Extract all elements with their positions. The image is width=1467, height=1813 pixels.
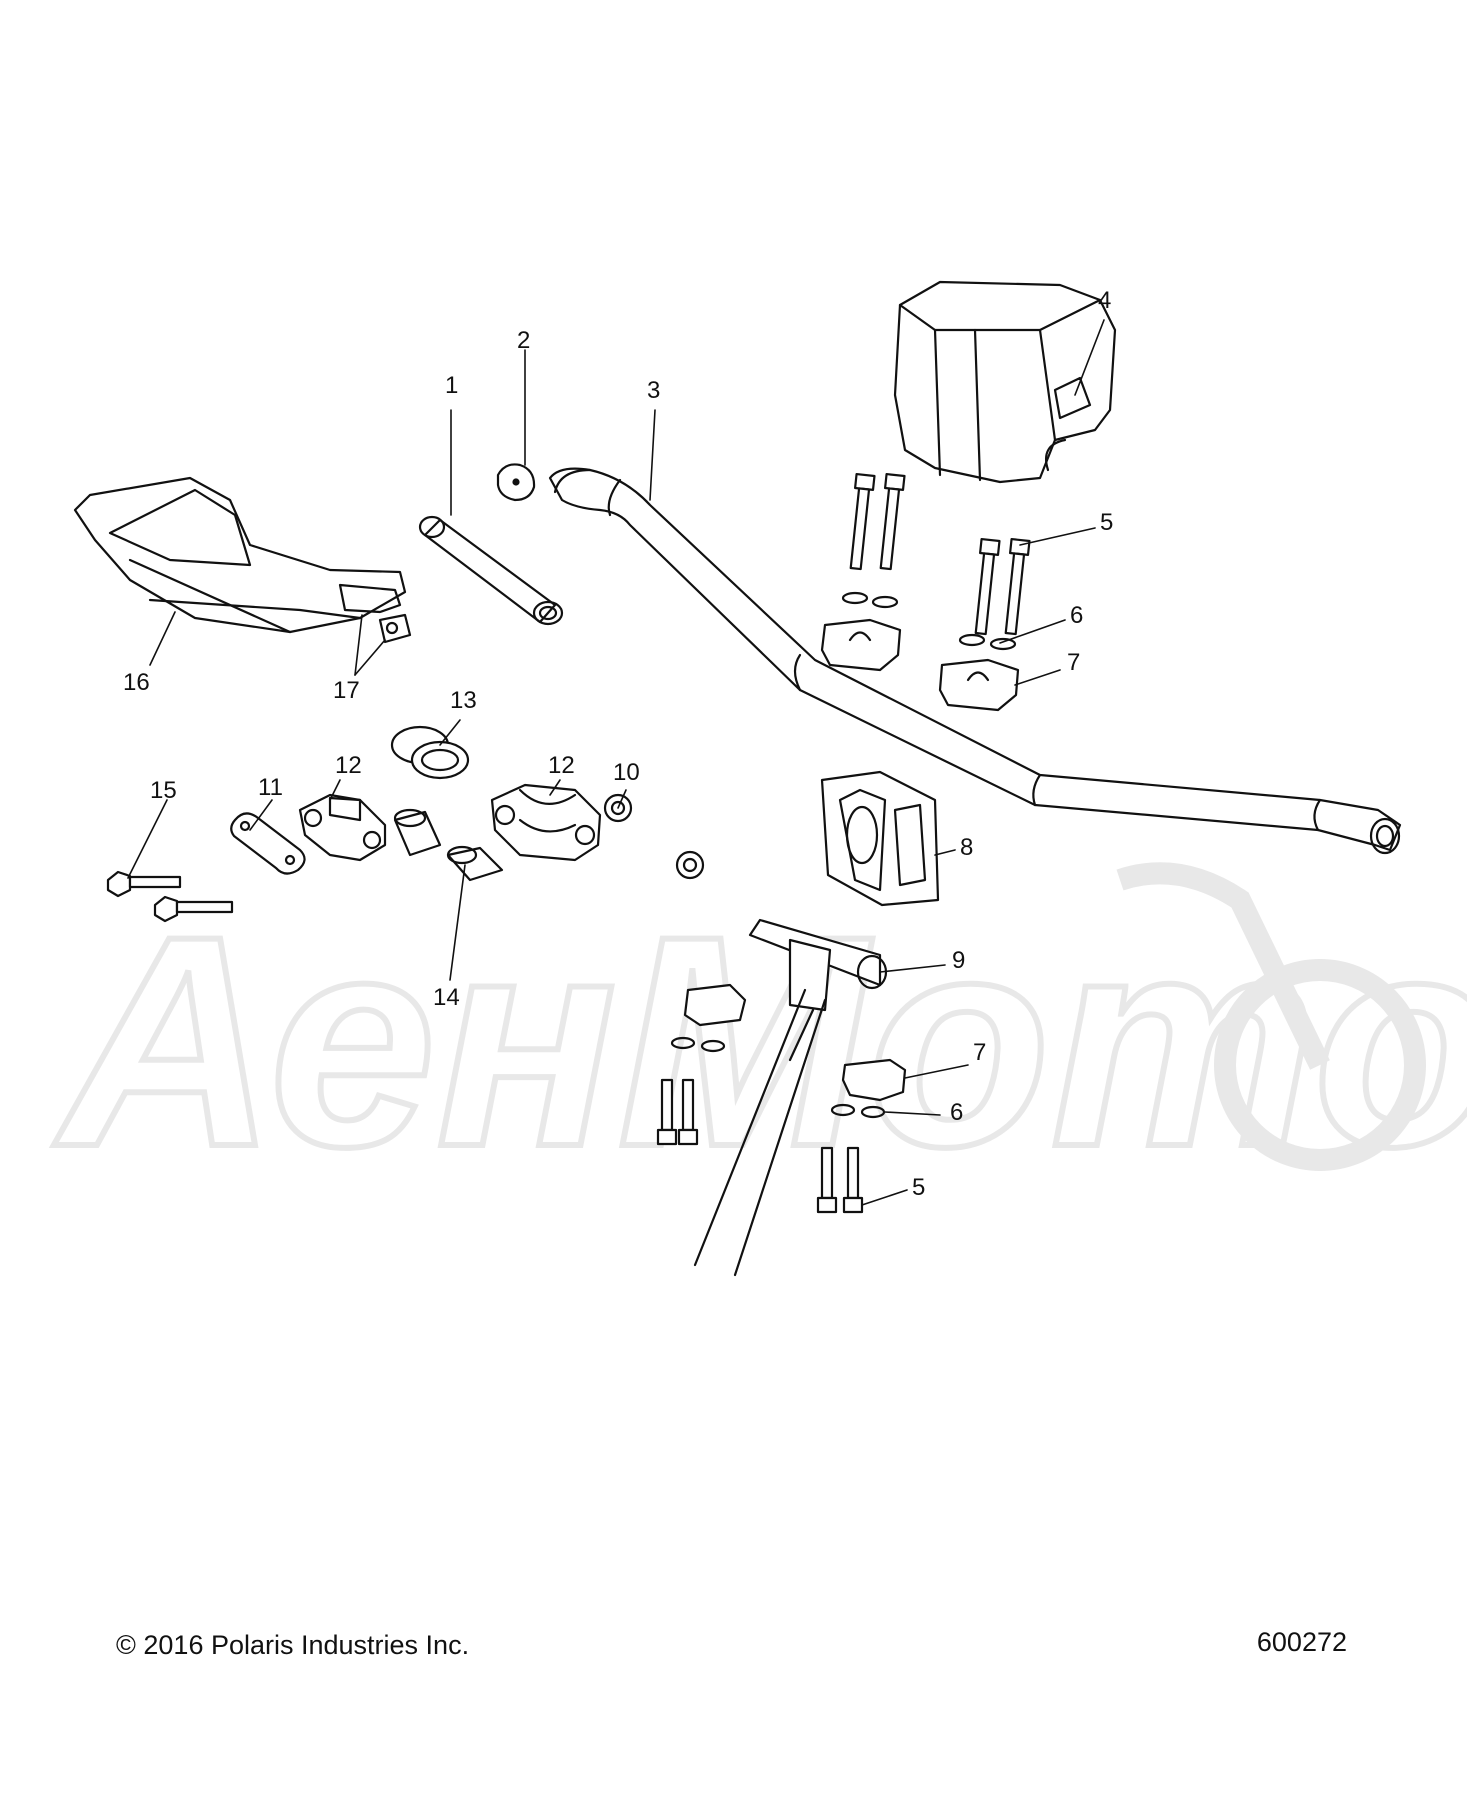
copyright-text: © 2016 Polaris Industries Inc.	[116, 1630, 470, 1660]
callout-7-lower: 7	[973, 1039, 986, 1066]
callout-7-upper: 7	[1067, 649, 1080, 676]
bar-clamp-right-part	[490, 783, 602, 862]
callout-1: 1	[445, 372, 458, 399]
mount-bolts-part	[106, 870, 234, 923]
steering-stem-part	[693, 918, 888, 1277]
clamp-caps-upper-part	[820, 618, 1020, 712]
clamp-bolts-upper-part	[849, 472, 1031, 636]
clamp-caps-lower-part	[683, 983, 907, 1102]
callout-12-left: 12	[335, 752, 362, 779]
leader-lines	[127, 319, 1105, 1206]
callout-4: 4	[1098, 287, 1111, 314]
callout-17: 17	[333, 677, 360, 704]
callout-12-right: 12	[548, 752, 575, 779]
clamp-bolts-lower-part	[656, 1078, 864, 1214]
link-plate-part	[230, 812, 306, 875]
watermark-motorcycle-icon	[1116, 862, 1426, 1171]
callout-8: 8	[960, 834, 973, 861]
callout-6-lower: 6	[950, 1099, 963, 1126]
callout-15: 15	[150, 777, 177, 804]
callout-5-upper: 5	[1100, 509, 1113, 536]
grip-part	[418, 515, 564, 626]
hand-guard-part	[73, 476, 407, 634]
mount-block-part	[820, 770, 940, 907]
callout-9: 9	[952, 947, 965, 974]
handlebar-pad-part	[893, 280, 1117, 484]
callout-14: 14	[433, 984, 460, 1011]
clamp-part	[378, 613, 412, 644]
callout-6-upper: 6	[1070, 602, 1083, 629]
bar-end-plug-part	[496, 463, 536, 502]
grommets-part	[603, 793, 705, 880]
washers-lower-part	[670, 1036, 886, 1119]
callout-16: 16	[123, 669, 150, 696]
callout-11: 11	[258, 774, 283, 801]
diagram-number: 600272	[1256, 1627, 1347, 1657]
spacers-part	[393, 808, 504, 882]
callout-5-lower: 5	[912, 1174, 925, 1201]
handlebar-part	[548, 467, 1402, 855]
bushing-ring-part	[390, 725, 470, 780]
callout-2: 2	[517, 327, 530, 354]
callout-3: 3	[647, 377, 660, 404]
bar-clamp-left-part	[298, 793, 387, 862]
washers-upper-part	[841, 591, 1017, 651]
callout-labels: 1 2 3 4 5 6 7 8 9 10 11 12 12 13 14 15 1…	[123, 287, 1113, 1201]
callout-13: 13	[450, 687, 477, 714]
callout-10: 10	[613, 759, 640, 786]
